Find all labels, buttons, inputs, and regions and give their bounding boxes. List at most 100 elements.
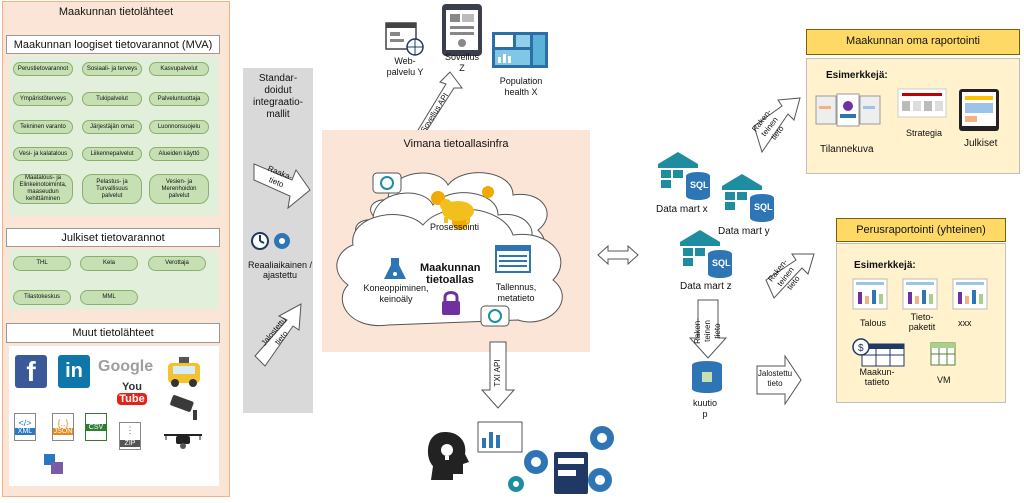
youtube-you-text: You	[122, 381, 142, 393]
structured-data-arrow-2	[764, 250, 816, 300]
data-mart-z-sql: SQL	[712, 258, 731, 268]
data-sources-title: Maakunnan tietolähteet	[58, 6, 174, 18]
mva-item: Vesien- ja Merenhoidon palvelut	[149, 174, 209, 204]
data-mart-y-sql: SQL	[754, 202, 773, 212]
linkedin-icon: in	[58, 355, 90, 388]
mva-item: Liikennepalvelut	[82, 147, 142, 161]
base-examples-label: Esimerkkejä:	[854, 260, 916, 271]
hadoop-elephant-icon	[438, 195, 478, 225]
taxi-app-icon	[165, 355, 203, 389]
mva-item: Palveluntuottaja	[149, 92, 209, 106]
realtime-label: Reaaliaikainen / ajastettu	[247, 260, 313, 280]
population-health-label: Population health X	[499, 76, 543, 97]
mva-item: Luonnonsuojelu	[149, 120, 209, 134]
public-item: THL	[13, 256, 71, 271]
data-lake-clouds	[328, 160, 584, 345]
data-mart-y-label: Data mart y	[718, 226, 770, 237]
youtube-tube-text: Tube	[117, 393, 147, 405]
data-mart-z-icon	[678, 228, 734, 278]
mva-title: Maakunnan loogiset tietovarannot (MVA)	[6, 35, 220, 54]
txi-api-label: TXI API	[493, 359, 502, 387]
web-service-icon	[385, 22, 425, 56]
refined-data-arrow-right	[755, 354, 803, 406]
public-item: Tilastokeskus	[13, 290, 71, 305]
data-mart-x-icon	[656, 150, 712, 200]
facebook-icon: f	[15, 355, 47, 388]
strategy-icon	[897, 88, 947, 118]
situation-picture-icon	[815, 92, 881, 132]
mva-item: Perustietovarannot	[13, 62, 73, 76]
ml-label: Koneoppiminen, keinoäly	[363, 283, 429, 304]
security-lock-icon	[440, 290, 462, 316]
mva-item: Tukipalvelut	[82, 92, 142, 106]
mva-item: Järjestäjän omat	[82, 120, 142, 134]
analytics-gears-icon	[476, 420, 626, 498]
report-thumbnail	[902, 278, 938, 315]
svg-text:$: $	[858, 343, 864, 354]
realtime-icon	[250, 229, 296, 253]
xxx-label: xxx	[958, 318, 972, 328]
public-title: Julkiset tietovarannot	[6, 228, 220, 247]
own-reporting-title: Maakunnan oma raportointi	[806, 29, 1020, 55]
processing-label: Prosessointi	[430, 222, 480, 232]
mva-item: Ympäristöterveys	[13, 92, 73, 106]
dashboard-icon	[492, 32, 548, 68]
raw-data-arrow	[252, 150, 312, 219]
csv-file-icon: CSV	[85, 413, 107, 441]
base-reporting-title: Perusraportointi (yhteinen)	[836, 218, 1006, 242]
regional-data-icon: $	[852, 338, 906, 368]
own-examples-label: Esimerkkejä:	[826, 70, 888, 81]
mobile-app-icon	[440, 2, 484, 58]
analytics-head-icon	[425, 430, 469, 482]
storage-table-icon	[495, 245, 531, 273]
plugin-icon	[42, 452, 66, 476]
report-thumbnail	[952, 278, 988, 315]
infra-title: Vimana tietoallasinfra	[403, 138, 509, 150]
mva-item: Vesi- ja kalatalous	[13, 147, 73, 161]
mva-item: Tekninen varanto	[13, 120, 73, 134]
mva-item: Kasvupalvelut	[149, 62, 209, 76]
public-label: Julkiset	[964, 138, 998, 149]
drone-icon	[160, 430, 206, 452]
json-file-icon: {..}JSON	[52, 413, 74, 441]
data-mart-x-sql: SQL	[690, 180, 709, 190]
storage-label: Tallennus, metatieto	[495, 282, 537, 303]
infra-monitor-icon-bottom	[480, 305, 510, 331]
cctv-camera-icon	[165, 392, 203, 422]
zip-label: ZIP	[120, 440, 140, 447]
data-lake-title: Maakunnan tietoallas	[420, 262, 481, 286]
infra-monitor-icon-top	[372, 172, 402, 198]
ml-flask-icon	[383, 256, 407, 282]
base-reporting-panel	[836, 243, 1006, 403]
data-mart-x-label: Data mart x	[656, 204, 708, 215]
public-item: Kela	[80, 256, 138, 271]
csv-label: CSV	[86, 424, 106, 431]
integration-label: Standar- doidut integraatio- mallit	[252, 73, 304, 120]
app-z-label: Sovellus Z	[444, 52, 480, 73]
refined-data-arrow-left	[253, 300, 309, 375]
economy-label: Talous	[860, 318, 887, 328]
mva-item: Pelastus- ja Turvallisuus palvelut	[82, 174, 142, 204]
cube-label: kuutio p	[692, 398, 718, 419]
xml-label: XML	[15, 428, 35, 435]
web-service-label: Web- palvelu Y	[386, 56, 424, 77]
bidirectional-arrow	[596, 244, 640, 266]
youtube-icon: You Tube	[117, 381, 147, 415]
report-thumbnail	[852, 278, 888, 315]
refined-data-label-right: Jalostettu tieto	[757, 369, 793, 388]
public-item: MML	[80, 290, 138, 305]
regional-data-label: Maakun- tatieto	[859, 367, 895, 387]
cube-db-icon	[690, 360, 724, 394]
structured-data-arrow-1	[752, 96, 802, 156]
info-packages-label: Tieto- paketit	[908, 312, 936, 332]
mva-item: Maatalous- ja Elinkeinotoiminta, maaseud…	[13, 174, 73, 204]
structured-data-label-3: Raken- teinen tieto	[693, 318, 722, 344]
mva-item: Alueiden käyttö	[149, 147, 209, 161]
public-tablet-icon	[958, 88, 1000, 132]
structured-data-arrow-3	[688, 298, 728, 360]
public-item: Verottaja	[148, 256, 206, 271]
data-mart-y-icon	[720, 172, 776, 222]
txi-api-arrow	[480, 340, 516, 410]
zip-file-icon: ⋮ZIP	[119, 422, 141, 450]
situation-picture-label: Tilannekuva	[820, 144, 874, 155]
